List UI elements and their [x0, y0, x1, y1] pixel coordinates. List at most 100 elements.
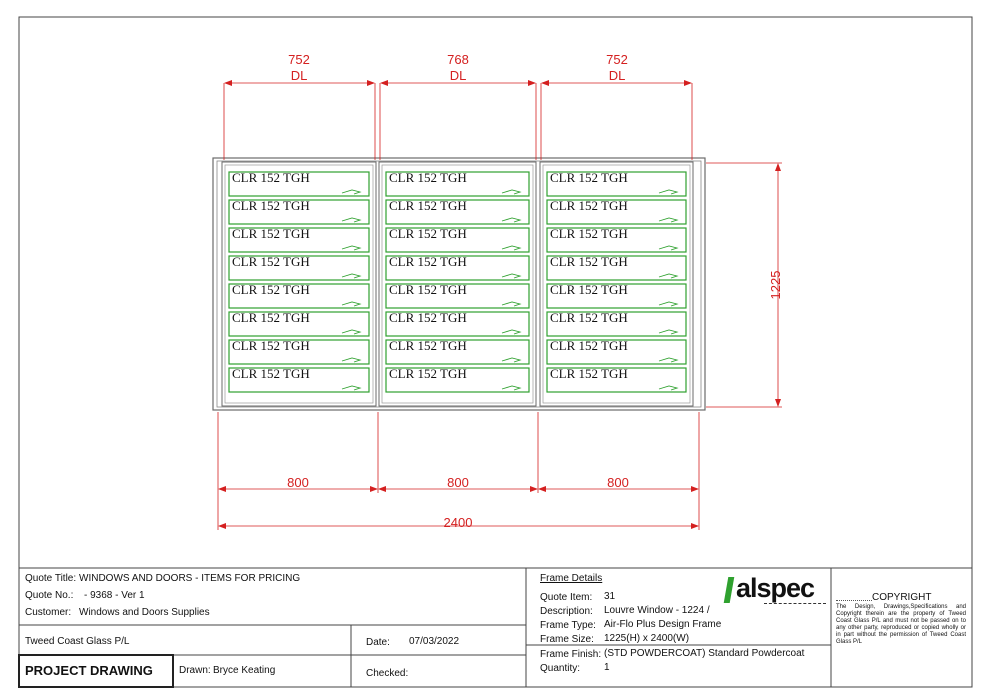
louvre-clip [341, 245, 362, 251]
quote-title-label: Quote Title: [25, 573, 77, 584]
louvre-blade [385, 339, 530, 365]
frame-detail-label: Frame Type: [540, 620, 596, 631]
louvre-label: CLR 152 TGH [389, 310, 467, 325]
louvre-blade [546, 199, 687, 225]
louvre-label: CLR 152 TGH [232, 226, 310, 241]
louvre-label: CLR 152 TGH [550, 226, 628, 241]
louvre-clip [658, 217, 679, 223]
height-dimension: 1225 [706, 162, 783, 408]
louvre-blade [228, 311, 370, 337]
panel-sash [378, 161, 537, 407]
copyright-heading: COPYRIGHT [872, 592, 932, 603]
louvre-clip [341, 329, 362, 335]
frame-detail-label: Quantity: [540, 663, 581, 674]
louvre-clip [658, 189, 679, 195]
frame-detail-label: Description: [540, 606, 593, 617]
project-drawing-box [18, 654, 174, 688]
louvre-blade [546, 339, 687, 365]
frame-detail-value: 1 [604, 662, 610, 673]
louvre-blade [546, 227, 687, 253]
louvre-clip [501, 245, 522, 251]
bottom-dimensions: 800 800 800 2400 [217, 412, 700, 530]
quote-title-value: WINDOWS AND DOORS - ITEMS FOR PRICING [79, 573, 301, 584]
louvre-clip [341, 385, 362, 391]
panel-sash-inner [542, 164, 691, 404]
louvre-label: CLR 152 TGH [232, 170, 310, 185]
date-label: Date: [366, 637, 390, 648]
louvre-blade [385, 255, 530, 281]
panel-sash-inner [224, 164, 374, 404]
copyright-text: The Design, Drawings,Specifications and … [836, 604, 966, 645]
dim-top-1-suffix: DL [291, 68, 308, 83]
louvre-clip [658, 329, 679, 335]
louvre-blade [385, 199, 530, 225]
date-value: 07/03/2022 [409, 636, 460, 647]
louvre-blade [228, 199, 370, 225]
louvre-blade [228, 255, 370, 281]
louvre-clip [658, 273, 679, 279]
louvre-clip [658, 245, 679, 251]
louvre-blade [546, 255, 687, 281]
louvre-blade [385, 171, 530, 197]
logo-mark [723, 577, 735, 603]
project-drawing-title: PROJECT DRAWING [25, 663, 153, 678]
louvre-blade [228, 367, 370, 393]
louvre-label: CLR 152 TGH [550, 338, 628, 353]
top-dimensions: 752 DL 768 DL 752 DL [223, 52, 693, 160]
window-inner-frame [216, 160, 702, 408]
customer-value: Windows and Doors Supplies [79, 607, 210, 618]
frame-details-heading: Frame Details [540, 573, 603, 584]
dim-top-3-suffix: DL [609, 68, 626, 83]
panel-sash-inner [381, 164, 534, 404]
louvre-clip [501, 357, 522, 363]
drawn-label: Drawn: [179, 665, 211, 676]
dim-height-value: 1225 [768, 271, 783, 300]
louvre-label: CLR 152 TGH [232, 310, 310, 325]
drawn-by-value: Bryce Keating [213, 665, 276, 676]
louvre-clip [341, 273, 362, 279]
louvre-window: CLR 152 TGH CLR 152 TGH CLR 152 TGH CLR 152… [212, 157, 706, 411]
panel-sash [221, 161, 377, 407]
louvre-label: CLR 152 TGH [389, 338, 467, 353]
quote-no-value: - 9368 - Ver 1 [84, 590, 145, 601]
louvre-label: CLR 152 TGH [232, 338, 310, 353]
louvre-label: CLR 152 TGH [550, 170, 628, 185]
dim-bottom-1-value: 800 [287, 475, 309, 490]
dim-bottom-2-value: 800 [447, 475, 469, 490]
louvre-clip [501, 217, 522, 223]
louvre-label: CLR 152 TGH [232, 366, 310, 381]
dim-top-2-suffix: DL [450, 68, 467, 83]
louvre-blade [228, 227, 370, 253]
checked-label: Checked: [366, 668, 409, 679]
title-block-grid [19, 567, 972, 687]
window-panel: CLR 152 TGH CLR 152 TGH CLR 152 TGH CLR 152… [221, 161, 377, 407]
louvre-clip [658, 385, 679, 391]
window-panel: CLR 152 TGH CLR 152 TGH CLR 152 TGH CLR 152… [378, 161, 537, 407]
frame-detail-value: Louvre Window - 1224 / [604, 605, 710, 616]
louvre-label: CLR 152 TGH [550, 198, 628, 213]
dim-top-3-value: 752 [606, 52, 628, 67]
louvre-label: CLR 152 TGH [550, 366, 628, 381]
louvre-clip [341, 217, 362, 223]
louvre-label: CLR 152 TGH [232, 282, 310, 297]
louvre-clip [341, 189, 362, 195]
frame-detail-value: Air-Flo Plus Design Frame [604, 619, 722, 630]
dim-top-1-value: 752 [288, 52, 310, 67]
frame-detail-value: (STD POWDERCOAT) Standard Powdercoat [604, 648, 805, 659]
frame-detail-label: Frame Size: [540, 634, 594, 645]
quote-no-label: Quote No.: [25, 590, 74, 601]
louvre-blade [385, 311, 530, 337]
louvre-label: CLR 152 TGH [389, 198, 467, 213]
copyright-dots [836, 600, 872, 601]
frame-detail-label: Frame Finish: [540, 649, 602, 660]
panel-sash [539, 161, 694, 407]
louvre-blade [385, 283, 530, 309]
louvre-label: CLR 152 TGH [389, 254, 467, 269]
logo-underline [764, 603, 826, 604]
louvre-clip [501, 189, 522, 195]
louvre-clip [658, 301, 679, 307]
window-panel: CLR 152 TGH CLR 152 TGH CLR 152 TGH CLR 152… [539, 161, 694, 407]
dim-top-2-value: 768 [447, 52, 469, 67]
logo-text: alspec [736, 573, 815, 603]
louvre-blade [546, 311, 687, 337]
